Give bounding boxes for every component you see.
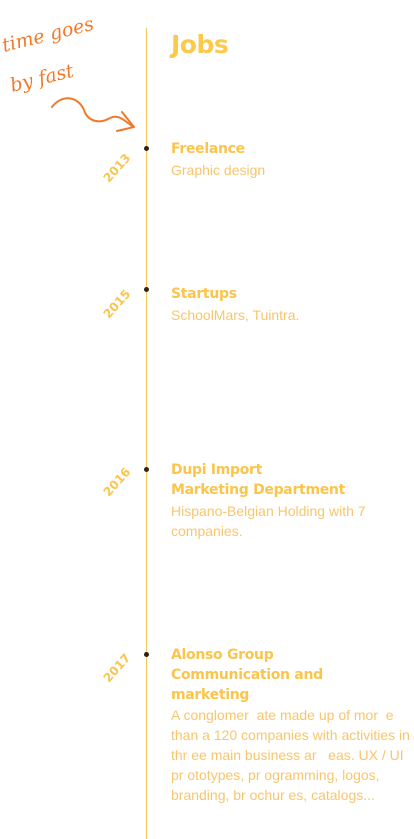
page-title: Jobs — [171, 30, 229, 59]
entry-year: 2015 — [100, 286, 134, 322]
timeline-dot — [144, 287, 149, 292]
timeline-dot — [144, 652, 149, 657]
arrow-icon: time goes by fast — [0, 13, 135, 132]
entry-year: 2017 — [100, 650, 134, 686]
handwritten-annotation: time goes by fast — [0, 0, 150, 150]
entry-description: Hispano-Belgian Holding with 7 companies… — [171, 503, 366, 539]
timeline-line — [146, 28, 147, 839]
timeline-dot — [144, 146, 149, 151]
entry-description: A conglomer ate made up of mor e than a … — [171, 707, 414, 803]
entry-year: 2016 — [100, 464, 134, 500]
entry-description: SchoolMars, Tuintra. — [171, 307, 300, 323]
entry-year: 2013 — [100, 150, 134, 186]
entry-title: Freelance — [171, 141, 245, 157]
entry-title: Startups — [171, 286, 237, 302]
entry-title: Alonso Group Communication and marketing — [171, 647, 323, 703]
entry-description: Graphic design — [171, 162, 266, 178]
timeline-dot — [144, 467, 149, 472]
entry-title: Dupi Import Marketing Department — [171, 462, 345, 498]
annotation-line-2: by fast — [8, 60, 76, 97]
annotation-line-1: time goes — [0, 13, 96, 57]
